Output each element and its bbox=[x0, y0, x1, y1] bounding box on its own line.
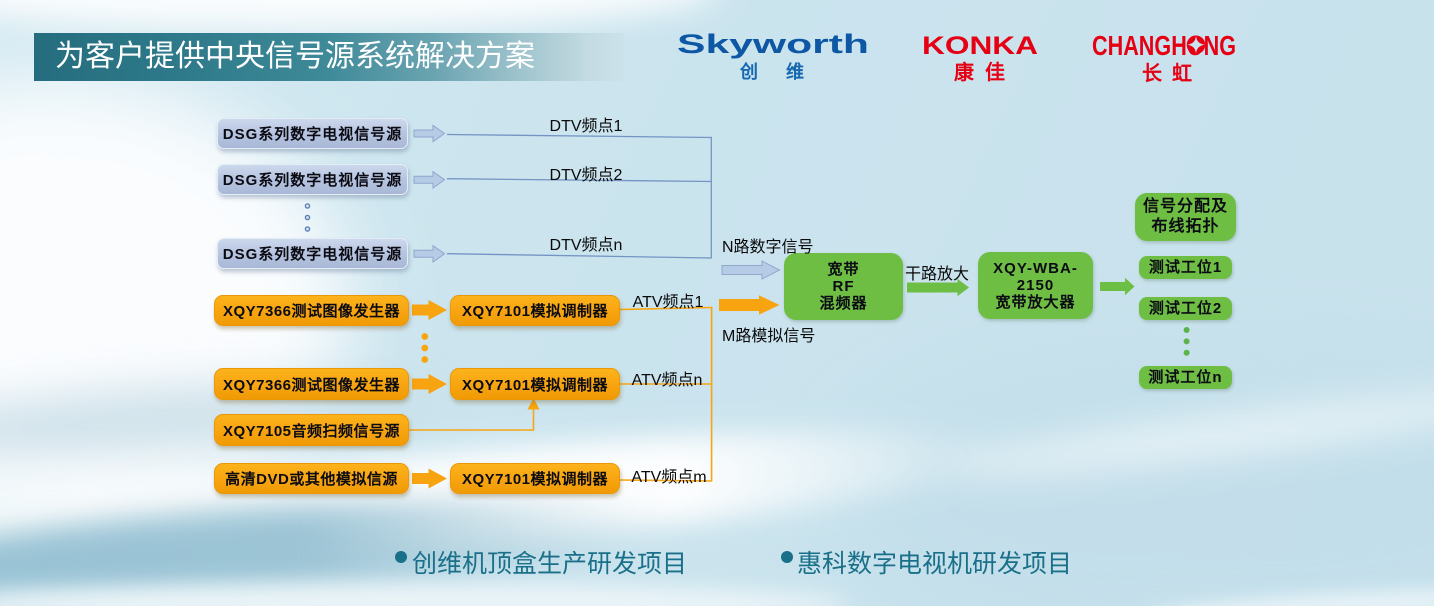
svg-text:长虹: 长虹 bbox=[1142, 62, 1192, 85]
svg-text:CHANGHONG: CHANGHONG bbox=[1092, 30, 1236, 61]
svg-text:Skyworth: Skyworth bbox=[677, 29, 869, 59]
svg-text:创维: 创维 bbox=[739, 61, 804, 82]
svg-text:KONKA: KONKA bbox=[922, 32, 1038, 60]
svg-text:康佳: 康佳 bbox=[954, 60, 1005, 84]
